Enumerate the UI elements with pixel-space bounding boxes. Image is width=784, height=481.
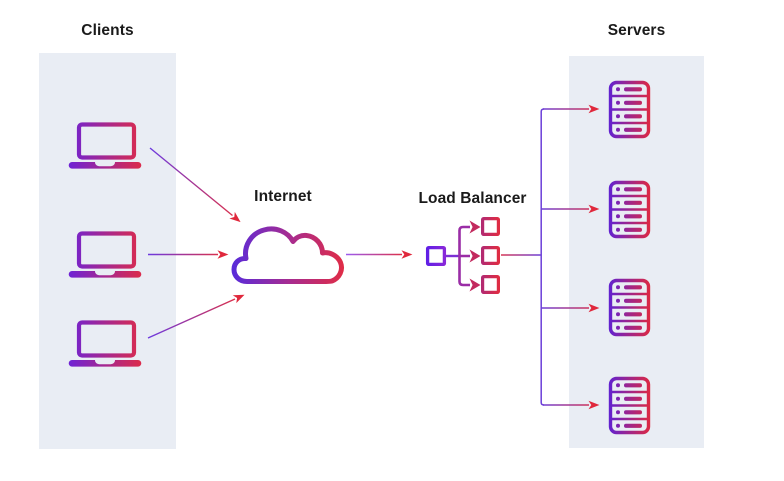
server-leds xyxy=(616,285,620,330)
laptop-screen xyxy=(76,231,137,269)
lb-output-square xyxy=(480,216,500,237)
laptop-icon xyxy=(66,121,144,171)
internet-label: Internet xyxy=(254,188,312,205)
laptop-base xyxy=(68,271,142,278)
server-rack-icon xyxy=(608,80,651,139)
laptop-base xyxy=(68,360,142,367)
lb-chevron-arrowhead xyxy=(469,249,481,263)
server-rack-icon xyxy=(608,376,651,435)
server-drive-bars xyxy=(624,187,642,232)
lb-output-square xyxy=(480,245,500,265)
server-rack-icon xyxy=(608,278,651,337)
server-slot-dividers xyxy=(610,194,649,225)
servers-panel xyxy=(569,56,704,448)
clients-label: Clients xyxy=(81,22,134,39)
laptop-screen xyxy=(76,320,137,358)
cloud-outline xyxy=(231,226,344,284)
arrow-client1-to-internet xyxy=(149,147,241,223)
lb-chevron-arrowhead xyxy=(469,278,481,292)
clients-panel xyxy=(39,53,176,449)
server-leds xyxy=(616,187,620,232)
branch-trunk-line xyxy=(540,108,545,406)
server-drive-bars xyxy=(624,383,642,428)
load-balancer-label: Load Balancer xyxy=(418,190,527,207)
server-slot-dividers xyxy=(610,390,649,421)
lb-input-square xyxy=(425,245,447,267)
laptop-icon xyxy=(66,319,144,369)
server-drive-bars xyxy=(624,87,642,132)
load-balancer-icon xyxy=(424,214,504,298)
lb-distributor-lines xyxy=(458,225,470,287)
server-leds xyxy=(616,87,620,132)
laptop-base xyxy=(68,162,142,169)
server-drive-bars xyxy=(624,285,642,330)
cloud-icon xyxy=(230,217,350,285)
server-leds xyxy=(616,383,620,428)
server-rack-icon xyxy=(608,180,651,239)
lb-output-square xyxy=(480,274,500,294)
laptop-screen xyxy=(76,122,137,160)
server-slot-dividers xyxy=(610,94,649,125)
laptop-icon xyxy=(66,230,144,280)
lb-chevron-arrowhead xyxy=(469,220,481,234)
arrow-client3-to-internet xyxy=(147,294,245,339)
server-slot-dividers xyxy=(610,292,649,323)
servers-label: Servers xyxy=(607,22,666,39)
